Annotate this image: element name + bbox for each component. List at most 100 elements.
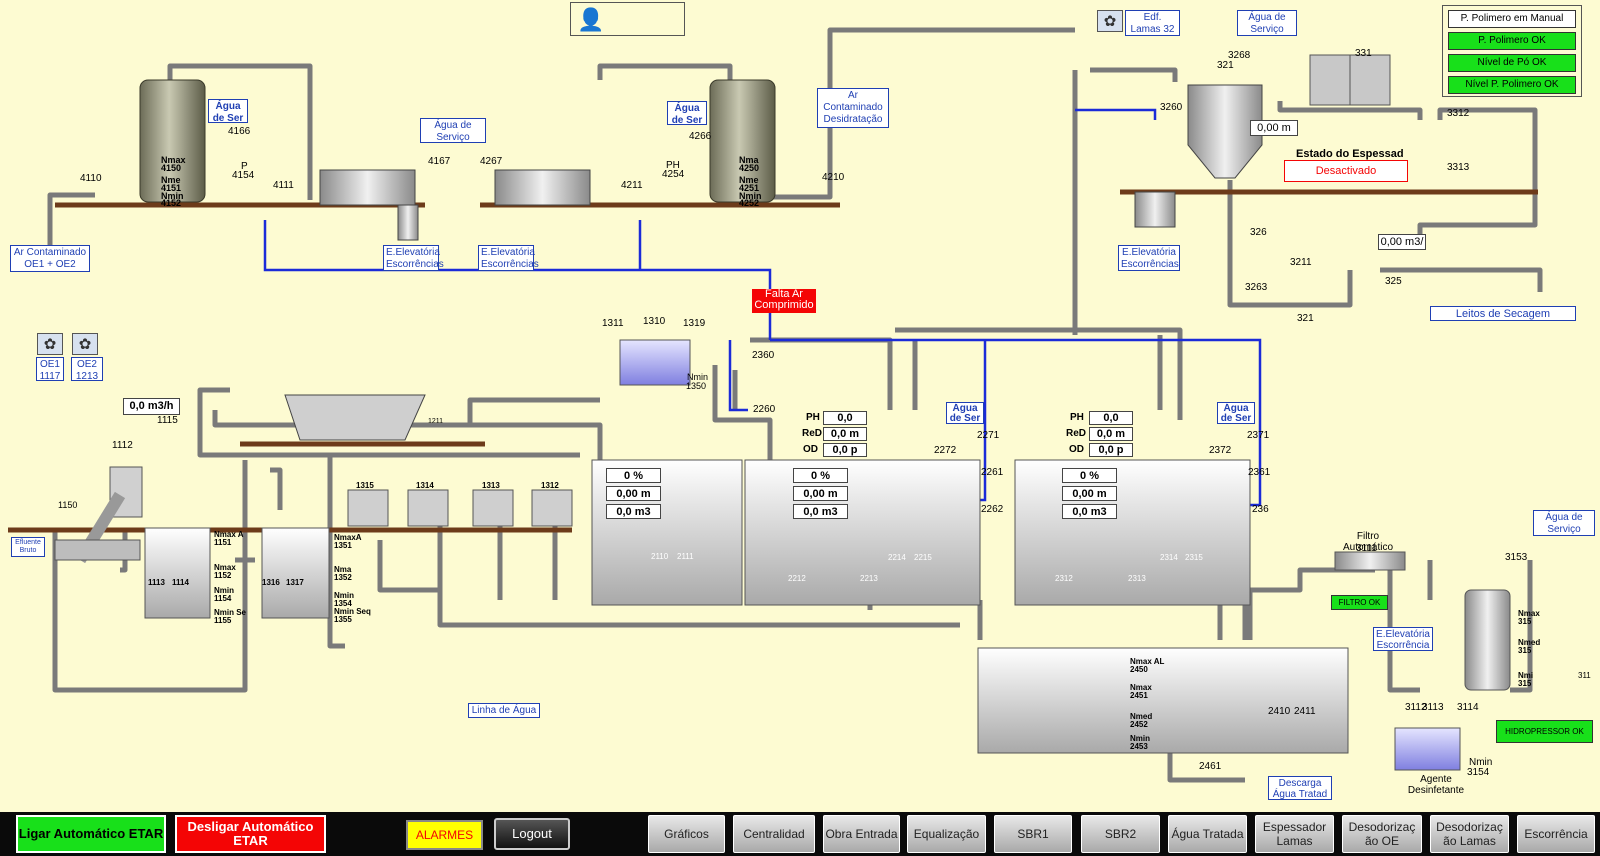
well2-nmin: Nmin	[334, 591, 354, 600]
pump-1114-tag: 1114	[172, 578, 189, 587]
valve-4266-tag: 4266	[689, 131, 712, 142]
oe2-box[interactable]: OE2 1213	[71, 357, 103, 382]
oe1-box[interactable]: OE1 1117	[36, 357, 64, 382]
valve-2361-tag: 2361	[1248, 467, 1271, 478]
blower-1314-tag: 1314	[416, 481, 434, 490]
eq-percent: 0 %	[606, 468, 661, 483]
process-pipes	[8, 27, 1543, 783]
hydro-nmi: Nmi	[1518, 671, 1534, 680]
hydro-nmax: Nmax	[1518, 609, 1540, 618]
sbr1-ph-label: PH	[806, 412, 820, 423]
sbr1-od-label: OD	[803, 444, 818, 455]
thickener-service-water-box[interactable]: Água de Serviço	[1237, 10, 1297, 36]
service-water-box-3[interactable]: Água de Ser	[667, 101, 707, 126]
service-water-box-1[interactable]: Água de Ser	[208, 99, 248, 124]
drying-beds-box[interactable]: Leitos de Secagem	[1430, 306, 1576, 321]
person-icon[interactable]: 👤	[577, 7, 605, 32]
treated-2452: 2452	[1130, 720, 1148, 729]
filter-title: Filtro Automático	[1343, 531, 1394, 553]
flowmeter-325-tag: 325	[1385, 276, 1402, 287]
bottom-navigation-bar: Ligar Automático ETAR Desligar Automátic…	[0, 812, 1600, 856]
nav-sbr1[interactable]: SBR1	[994, 815, 1072, 853]
tower2-level-nma: Nma	[739, 155, 759, 165]
alarms-button[interactable]: ALARMES	[406, 820, 483, 850]
eq-volume: 0,0 m3	[606, 504, 661, 519]
nav-desodorizacao-oe[interactable]: Desodorizaç ão OE	[1342, 815, 1422, 853]
valve-3263-tag: 3263	[1245, 282, 1268, 293]
pump-2110-tag: 2110	[651, 552, 669, 561]
oe2-label: OE2	[76, 359, 97, 370]
tower2-level-4250: 4250	[739, 163, 760, 173]
tower1-level-4152: 4152	[161, 198, 182, 208]
sbr2-ph-label: PH	[1070, 412, 1084, 423]
logout-button[interactable]: Logout	[494, 818, 570, 850]
hydro-315a: 315	[1518, 617, 1532, 626]
well1-1151: 1151	[214, 538, 232, 547]
well1-1155: 1155	[214, 616, 232, 625]
nav-graphs[interactable]: Gráficos	[648, 815, 725, 853]
raw-effluent-box[interactable]: Efluente Bruto	[11, 537, 45, 557]
nav-equalizacao[interactable]: Equalização	[907, 815, 986, 853]
elevatoria-box-1[interactable]: E.Elevatória Escorrências	[383, 245, 444, 271]
valve-3313-tag: 3313	[1447, 162, 1470, 173]
sbr1-volume: 0,0 m3	[793, 504, 848, 519]
pump-1316-tag: 1316	[262, 578, 280, 587]
valve-326-tag: 326	[1250, 227, 1267, 238]
disinfectant-agent-label: Agente Desinfetante	[1407, 774, 1465, 796]
user-panel: 👤	[570, 2, 685, 36]
well2-nma: Nma	[334, 565, 352, 574]
sbr2-redox: 0,0 m	[1089, 427, 1133, 441]
nav-desodorizacao-lamas[interactable]: Desodorizaç ão Lamas	[1430, 815, 1509, 853]
treated-2451: 2451	[1130, 691, 1148, 700]
tower2-level-nmin: Nmin	[739, 191, 762, 201]
hydro-nmed: Nmed	[1518, 638, 1541, 647]
nav-espessador-lamas[interactable]: Espessador Lamas	[1255, 815, 1334, 853]
mixer-2212-tag: 2212	[788, 574, 806, 583]
sbr2-service-water-box[interactable]: Água de Ser	[1217, 402, 1255, 424]
treated-discharge-box[interactable]: Descarga Água Tratad	[1268, 776, 1332, 800]
pump-3211-tag: 3211	[1290, 257, 1312, 268]
elevatoria-box-3[interactable]: E.Elevatória Escorrências	[1118, 245, 1180, 271]
well1-1152: 1152	[214, 571, 232, 580]
hydropressor-ok-status: HIDROPRESSOR OK	[1496, 720, 1593, 743]
polymer-nmin-label: Nmin	[687, 372, 709, 382]
valve-3260-tag: 3260	[1160, 102, 1183, 113]
sbr1-od: 0,0 p	[823, 443, 867, 457]
sbr1-service-water-box[interactable]: Água de Ser	[946, 402, 984, 424]
tank-331-tag: 331	[1355, 48, 1372, 59]
nav-centralidade[interactable]: Centralidad	[733, 815, 815, 853]
nav-obra-entrada[interactable]: Obra Entrada	[823, 815, 900, 853]
blower-1315-tag: 1315	[356, 481, 374, 490]
auto-on-button[interactable]: Ligar Automático ETAR	[16, 815, 166, 853]
filter-tag: 3111	[1356, 543, 1377, 554]
auto-off-button[interactable]: Desligar Automático ETAR	[175, 815, 326, 853]
polymer-ok-status: P. Polimero OK	[1448, 32, 1576, 50]
valve-2371-tag: 2371	[1247, 430, 1270, 441]
water-line-box[interactable]: Linha de Água	[468, 703, 540, 718]
pump-1113-tag: 1113	[148, 578, 165, 587]
nav-escorrencias[interactable]: Escorrência	[1517, 815, 1595, 853]
powder-level-ok-status: Nível de Pó OK	[1448, 54, 1576, 72]
contaminated-air-dehydration-box[interactable]: Ar Contaminado Desidratação	[817, 88, 889, 128]
elevatoria-box-2[interactable]: E.Elevatória Escorrências	[478, 245, 539, 271]
hydro-315c: 315	[1518, 679, 1532, 688]
pump-321-tag: 321	[1297, 313, 1314, 324]
valve-2260-tag: 2260	[753, 404, 776, 415]
valve-2372-tag: 2372	[1209, 445, 1232, 456]
fan-oe1-icon[interactable]: ✿	[37, 333, 63, 355]
hydro-service-water-box[interactable]: Água de Serviço	[1533, 510, 1595, 536]
well2-1351: 1351	[334, 541, 352, 550]
valve-4167-tag: 4167	[428, 156, 451, 167]
nav-sbr2[interactable]: SBR2	[1081, 815, 1160, 853]
fan-oe2-icon[interactable]: ✿	[72, 333, 98, 355]
nav-agua-tratada[interactable]: Água Tratada	[1168, 815, 1247, 853]
well2-1355: 1355	[334, 615, 352, 624]
edf-lamas-fan-icon[interactable]: ✿	[1097, 10, 1123, 32]
pump-2314-tag: 2314	[1160, 553, 1178, 562]
tower1-level-nme: Nme	[161, 175, 181, 185]
edf-lamas-box[interactable]: Edf. Lamas 32	[1125, 10, 1180, 36]
elevatoria-box-4[interactable]: E.Elevatória Escorrência	[1373, 627, 1433, 651]
polymer-level-ok-status: Nível P. Polimero OK	[1448, 76, 1576, 94]
service-water-box-2[interactable]: Água de Serviço	[420, 118, 486, 143]
contaminated-air-oe-box[interactable]: Ar Contaminado OE1 + OE2	[10, 245, 90, 272]
